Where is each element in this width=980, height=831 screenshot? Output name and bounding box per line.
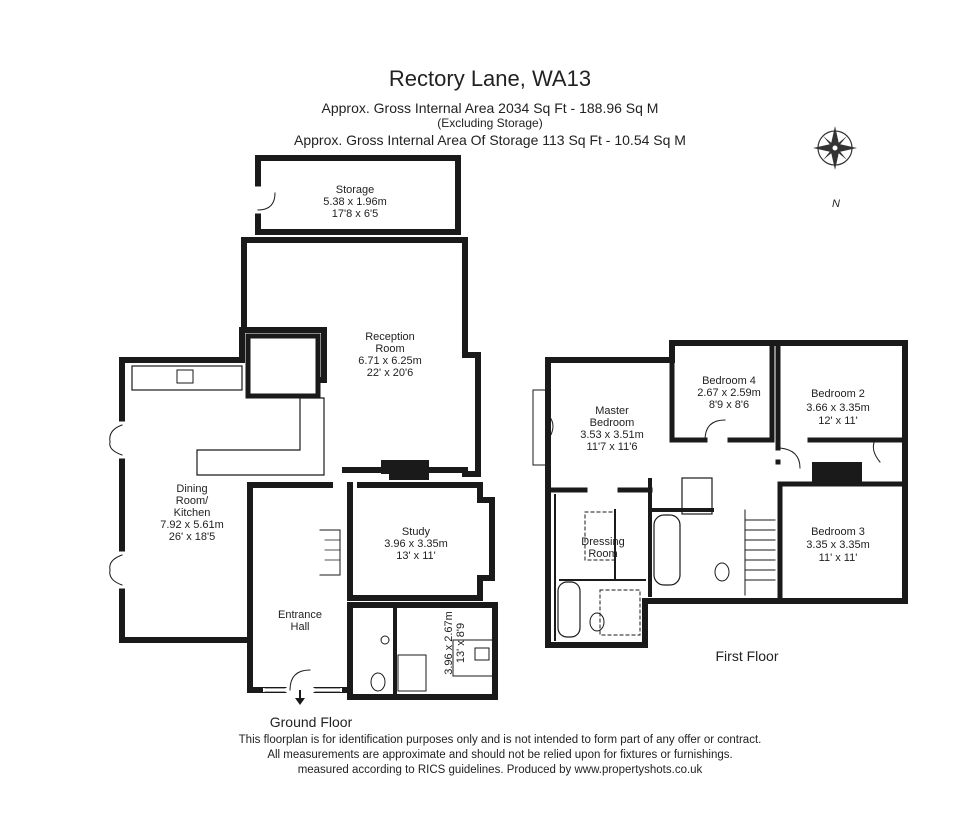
master-metric: 3.53 x 3.51m	[580, 429, 644, 441]
reception-metric: 6.71 x 6.25m	[358, 355, 422, 367]
storage-area-line: Approx. Gross Internal Area Of Storage 1…	[294, 132, 686, 148]
utility-metric: 3.96 x 2.67m	[443, 611, 455, 675]
master-imperial: 11'7 x 11'6	[587, 441, 638, 453]
dressing-name-1: Dressing	[581, 536, 624, 548]
bedroom4-imperial: 8'9 x 8'6	[709, 399, 749, 411]
first-floor-label: First Floor	[716, 648, 779, 664]
gross-area-note: (Excluding Storage)	[437, 116, 543, 130]
disclaimer-line-1: This floorplan is for identification pur…	[238, 734, 762, 746]
dining-name-2: Room/	[176, 495, 209, 507]
dining-name-3: Kitchen	[174, 507, 211, 519]
entrance-name-1: Entrance	[278, 609, 322, 621]
bedroom2-metric: 3.66 x 3.35m	[806, 402, 870, 414]
first-floor-labels: Master Bedroom 3.53 x 3.51m 11'7 x 11'6 …	[580, 375, 870, 664]
compass-rose-icon	[813, 126, 857, 170]
bedroom4-name: Bedroom 4	[702, 375, 756, 387]
dining-metric: 7.92 x 5.61m	[160, 519, 224, 531]
disclaimer-line-2: All measurements are approximate and sho…	[267, 749, 733, 761]
master-name-1: Master	[595, 405, 629, 417]
bedroom3-imperial: 11' x 11'	[819, 552, 858, 564]
reception-name-1: Reception	[365, 331, 415, 343]
first-floor-plan	[532, 340, 908, 648]
dining-imperial: 26' x 18'5	[169, 531, 215, 543]
storage-name: Storage	[336, 184, 375, 196]
ground-floor-labels: Storage 5.38 x 1.96m 17'8 x 6'5 Receptio…	[160, 184, 467, 730]
storage-metric: 5.38 x 1.96m	[323, 196, 387, 208]
bedroom3-name: Bedroom 3	[811, 526, 865, 538]
dining-name-1: Dining	[176, 483, 207, 495]
reception-imperial: 22' x 20'6	[367, 367, 413, 379]
entrance-name-2: Hall	[291, 621, 310, 633]
utility-imperial: 13' x 8'9	[455, 623, 467, 663]
study-imperial: 13' x 11'	[396, 550, 435, 562]
master-name-2: Bedroom	[590, 417, 635, 429]
compass-north-label: N	[832, 198, 840, 210]
ground-floor-plan	[109, 155, 498, 705]
bedroom2-name: Bedroom 2	[811, 388, 865, 400]
bedroom3-metric: 3.35 x 3.35m	[806, 539, 870, 551]
bedroom4-metric: 2.67 x 2.59m	[697, 387, 761, 399]
reception-name-2: Room	[375, 343, 404, 355]
storage-imperial: 17'8 x 6'5	[332, 208, 378, 220]
ground-floor-label: Ground Floor	[270, 714, 353, 730]
study-name: Study	[402, 526, 431, 538]
gross-area-line: Approx. Gross Internal Area 2034 Sq Ft -…	[321, 100, 659, 116]
dressing-name-2: Room	[588, 548, 617, 560]
plan-title: Rectory Lane, WA13	[388, 66, 592, 91]
disclaimer-line-3: measured according to RICS guidelines. P…	[297, 764, 703, 776]
study-metric: 3.96 x 3.35m	[384, 538, 448, 550]
bedroom2-imperial: 12' x 11'	[818, 415, 857, 427]
